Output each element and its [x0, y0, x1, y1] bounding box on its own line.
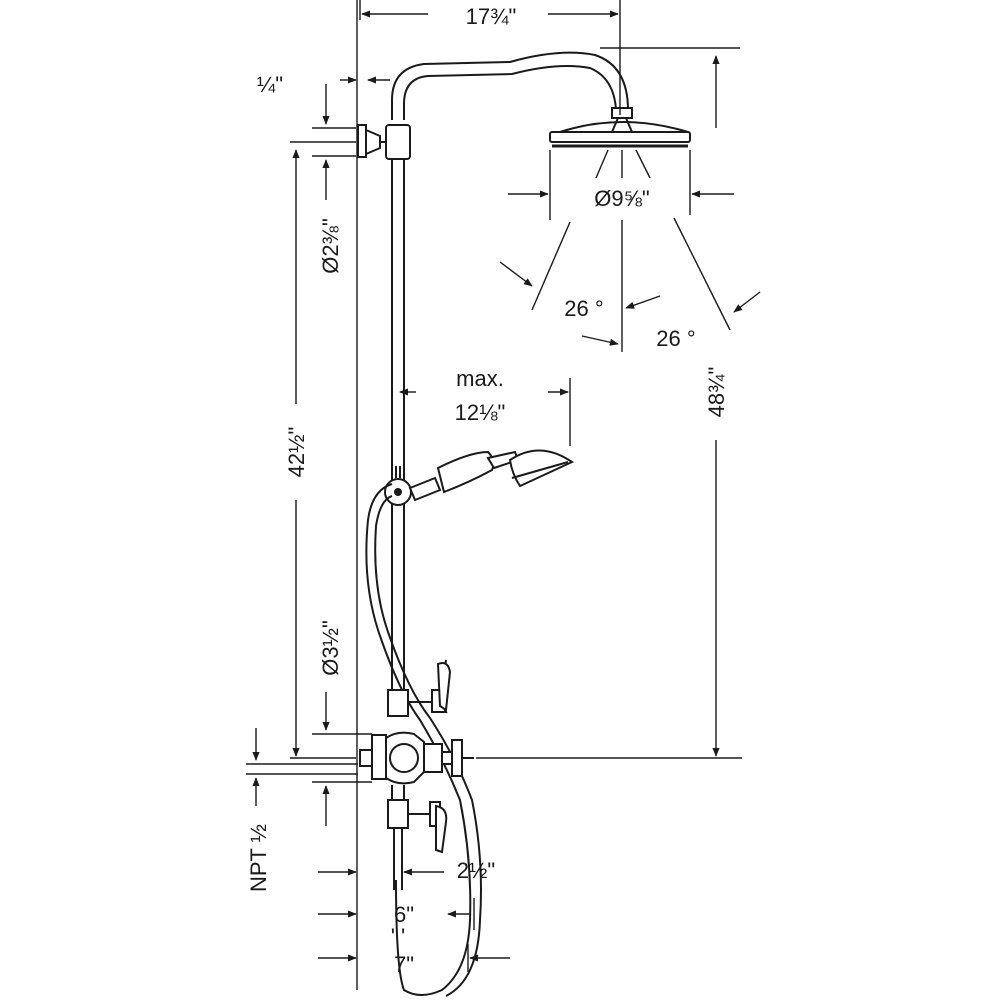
hose-offset-7-label: 7" [394, 952, 414, 977]
tick-marks: ' ' [391, 924, 406, 949]
shower-arm-inner [403, 65, 617, 120]
top-wall-bracket [357, 124, 411, 160]
handshower-hose-inner [374, 495, 482, 997]
diverter-valve [387, 659, 452, 717]
shower-arm-outer [391, 51, 629, 120]
total-height-label: 48¾" [704, 367, 729, 418]
width-top-label: 17¾" [466, 4, 517, 29]
handshower-reach-label: 12⅛" [455, 400, 506, 425]
riser-height-label: 42½" [284, 427, 309, 478]
handshower-max-label: max. [456, 366, 504, 391]
wall-offset-label: ¼" [257, 72, 283, 97]
rain-shower-head [549, 107, 691, 148]
spray-angle-right-label: 26 ° [656, 326, 695, 351]
dimension-lines [246, 0, 761, 972]
dimension-labels: 17¾" ¼" Ø2⅜" Ø9⅝" 26 ° 26 ° 48¾" max. 12… [246, 4, 729, 977]
thermostatic-mixer [359, 731, 474, 785]
spray-angle-left-label: 26 ° [564, 296, 603, 321]
hand-shower [408, 449, 575, 502]
handshower-hose-outer [365, 483, 472, 996]
flange-diameter-label: Ø2⅜" [318, 218, 343, 274]
valve-diameter-label: Ø3½" [318, 620, 343, 676]
inlet-spacing-label: 2½" [457, 858, 495, 883]
npt-label: NPT ½ [246, 824, 271, 892]
lower-valve [387, 799, 448, 854]
hose-offset-6-label: 6" [394, 902, 414, 927]
shower-system-outline [356, 0, 691, 997]
head-diameter-label: Ø9⅝" [594, 186, 650, 211]
